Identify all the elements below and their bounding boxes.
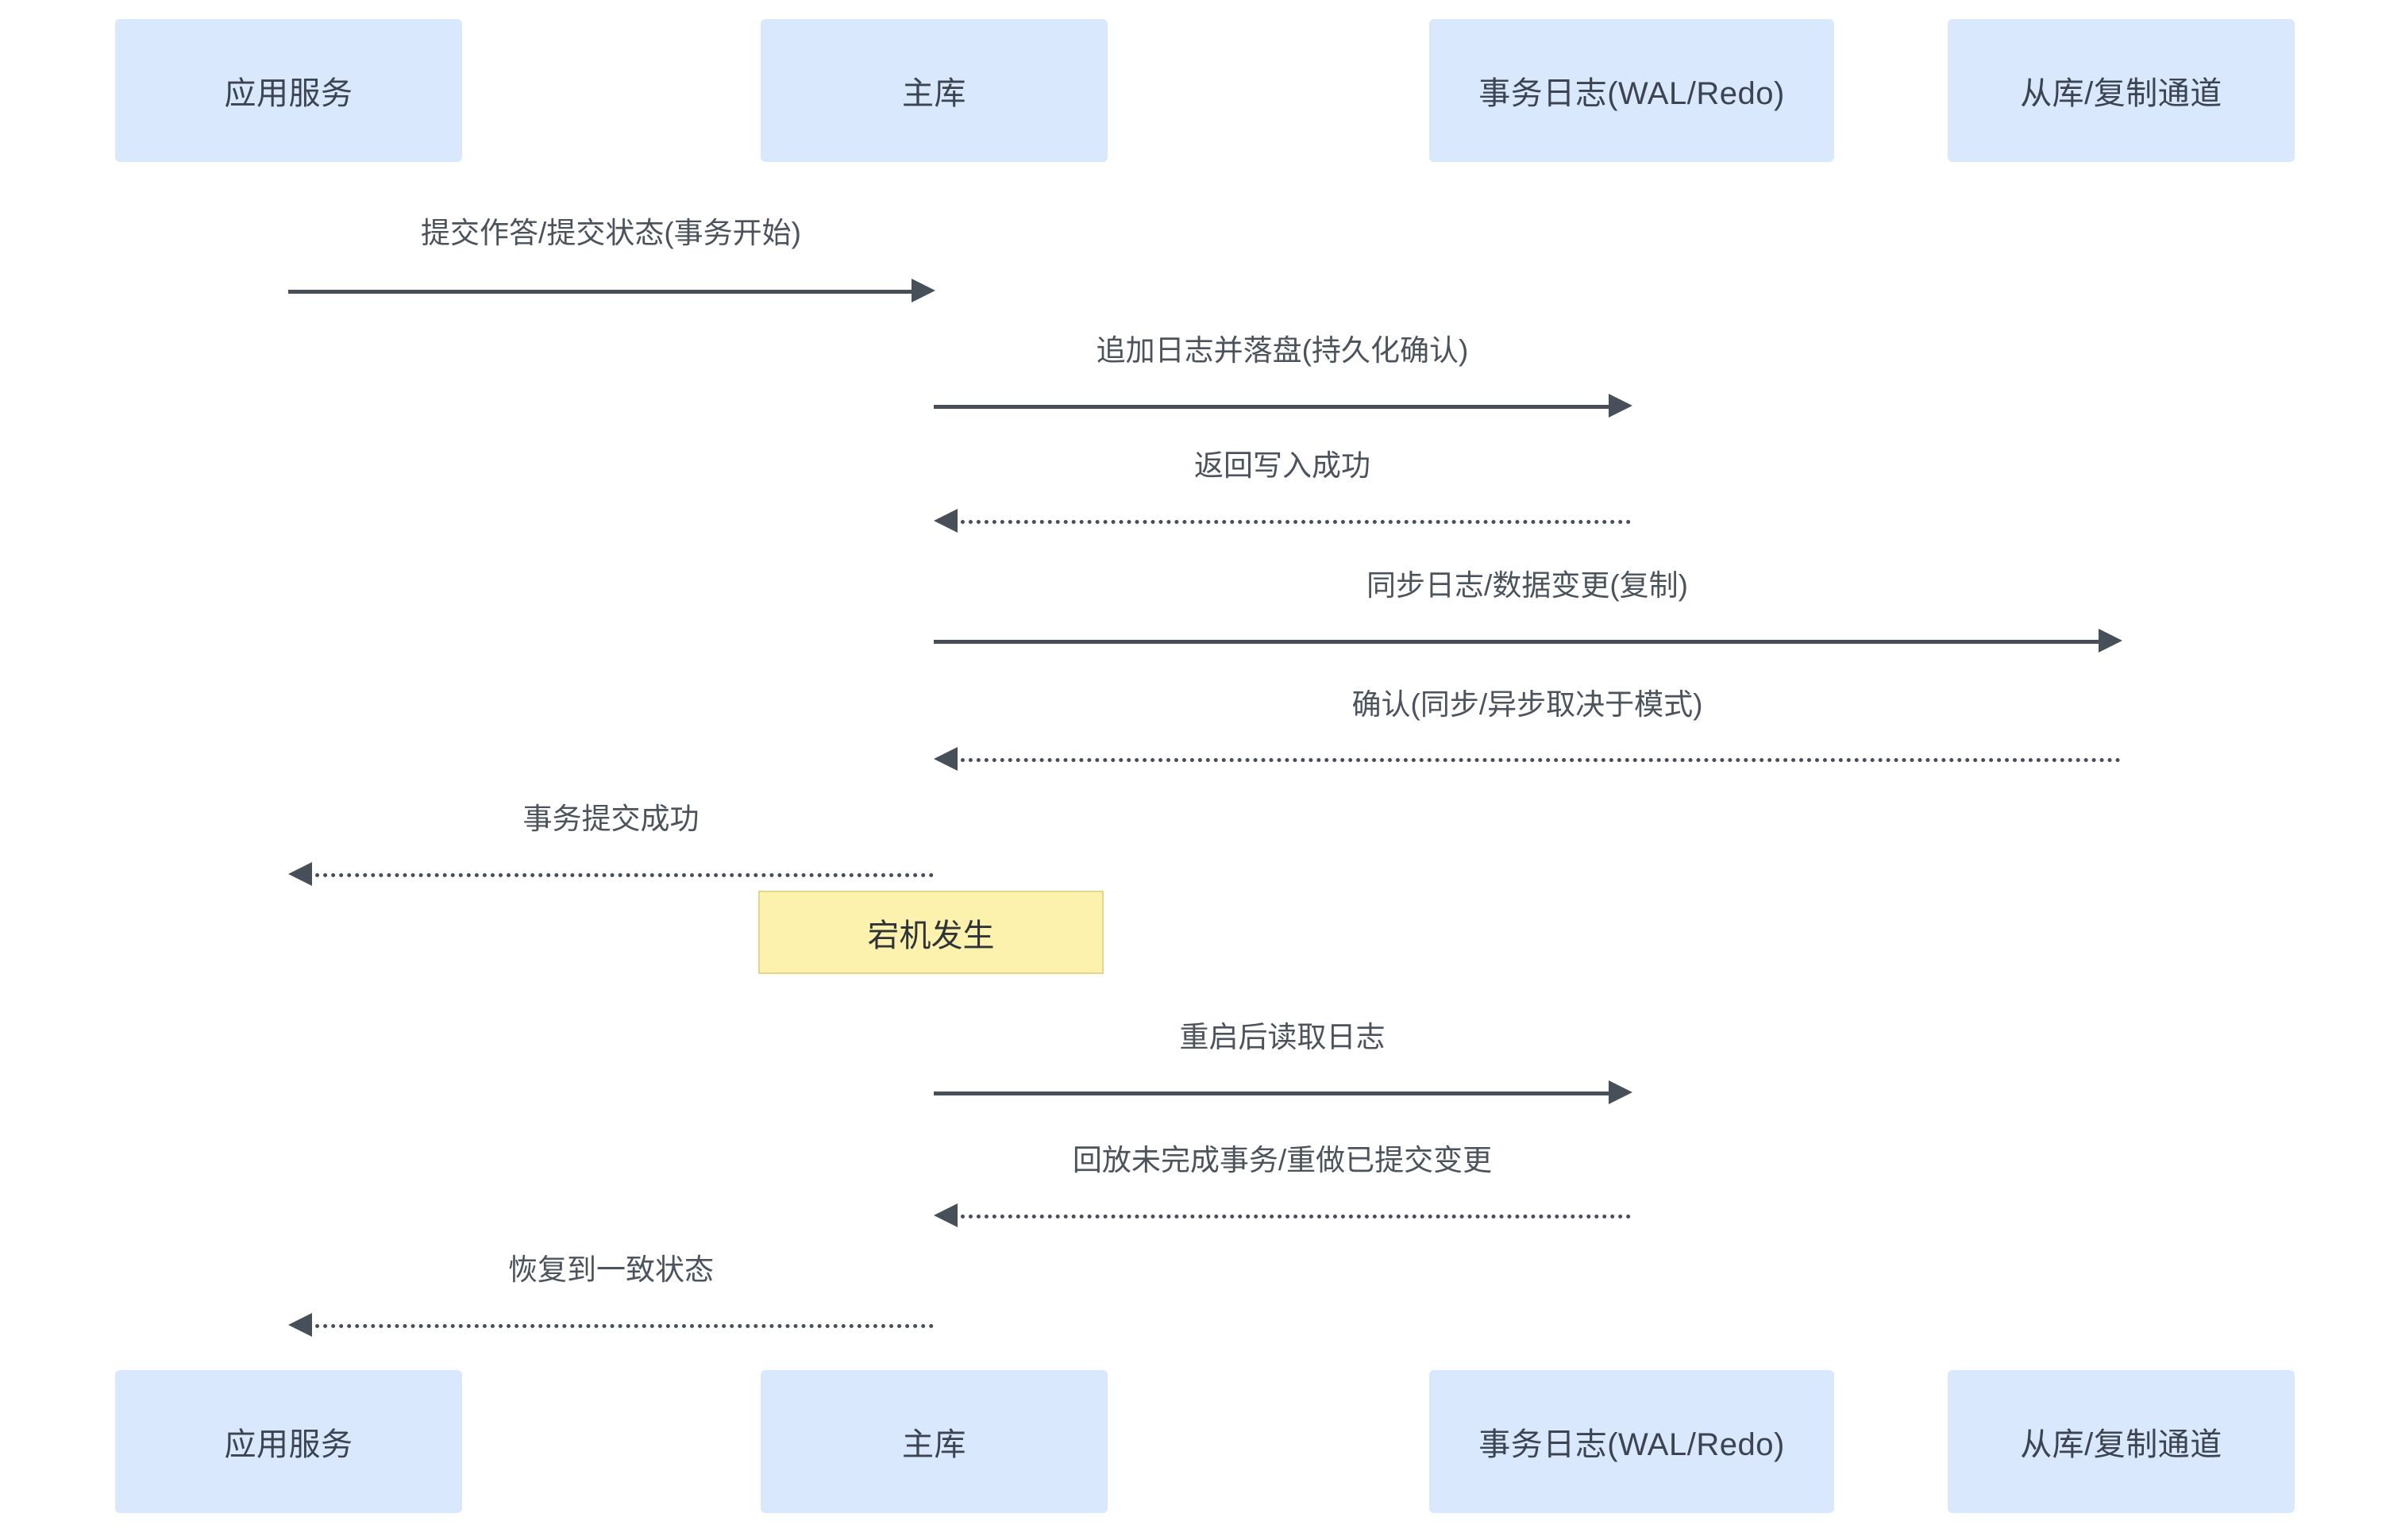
message-line xyxy=(953,1215,1631,1219)
arrowhead-left-icon xyxy=(288,862,312,886)
participant-label: 应用服务 xyxy=(224,1427,353,1462)
arrowhead-right-icon xyxy=(912,279,935,302)
message-6-label: 事务提交成功 xyxy=(522,803,700,835)
participant-label: 主库 xyxy=(902,1427,966,1462)
message-3-label: 返回写入成功 xyxy=(1194,449,1370,482)
arrowhead-right-icon xyxy=(1609,394,1632,418)
lifeline-app xyxy=(288,162,290,1370)
message-line xyxy=(307,1324,934,1328)
message-line xyxy=(934,405,1612,409)
participant-header-app[interactable]: 应用服务 xyxy=(115,19,462,162)
arrowhead-left-icon xyxy=(934,509,958,533)
lifeline-wal xyxy=(1631,162,1632,1370)
participant-footer-wal[interactable]: 事务日志(WAL/Redo) xyxy=(1429,1370,1834,1513)
message-line xyxy=(307,873,934,877)
participant-header-primary[interactable]: 主库 xyxy=(761,19,1108,162)
note-crash-note[interactable]: 宕机发生 xyxy=(758,891,1104,974)
message-line xyxy=(288,290,915,294)
participant-header-replica[interactable]: 从库/复制通道 xyxy=(1948,19,2295,162)
lifeline-replica xyxy=(2121,162,2122,1370)
message-8-label: 回放未完成事务/重做已提交变更 xyxy=(1072,1144,1493,1176)
note-label: 宕机发生 xyxy=(867,918,995,953)
participant-label: 事务日志(WAL/Redo) xyxy=(1478,1427,1785,1462)
participant-label: 应用服务 xyxy=(224,76,353,111)
message-1-label: 提交作答/提交状态(事务开始) xyxy=(421,217,801,249)
message-4-label: 同步日志/数据变更(复制) xyxy=(1366,569,1688,602)
participant-label: 从库/复制通道 xyxy=(2020,1427,2222,1462)
participant-label: 主库 xyxy=(902,76,966,111)
participant-footer-primary[interactable]: 主库 xyxy=(761,1370,1108,1513)
message-line xyxy=(953,520,1631,524)
message-9-label: 恢复到一致状态 xyxy=(508,1253,714,1286)
participant-header-wal[interactable]: 事务日志(WAL/Redo) xyxy=(1429,19,1834,162)
message-line xyxy=(934,640,2102,644)
message-5-label: 确认(同步/异步取决于模式) xyxy=(1351,688,1703,721)
arrowhead-right-icon xyxy=(1609,1080,1632,1104)
arrowhead-left-icon xyxy=(288,1313,312,1337)
message-line xyxy=(953,758,2121,762)
participant-footer-replica[interactable]: 从库/复制通道 xyxy=(1948,1370,2295,1513)
arrowhead-left-icon xyxy=(934,747,958,771)
participant-label: 事务日志(WAL/Redo) xyxy=(1478,76,1785,111)
message-2-label: 追加日志并落盘(持久化确认) xyxy=(1096,334,1469,367)
arrowhead-right-icon xyxy=(2099,629,2122,653)
arrowhead-left-icon xyxy=(934,1203,958,1227)
message-line xyxy=(934,1091,1612,1095)
participant-footer-app[interactable]: 应用服务 xyxy=(115,1370,462,1513)
participant-label: 从库/复制通道 xyxy=(2020,76,2222,111)
message-7-label: 重启后读取日志 xyxy=(1179,1021,1386,1053)
